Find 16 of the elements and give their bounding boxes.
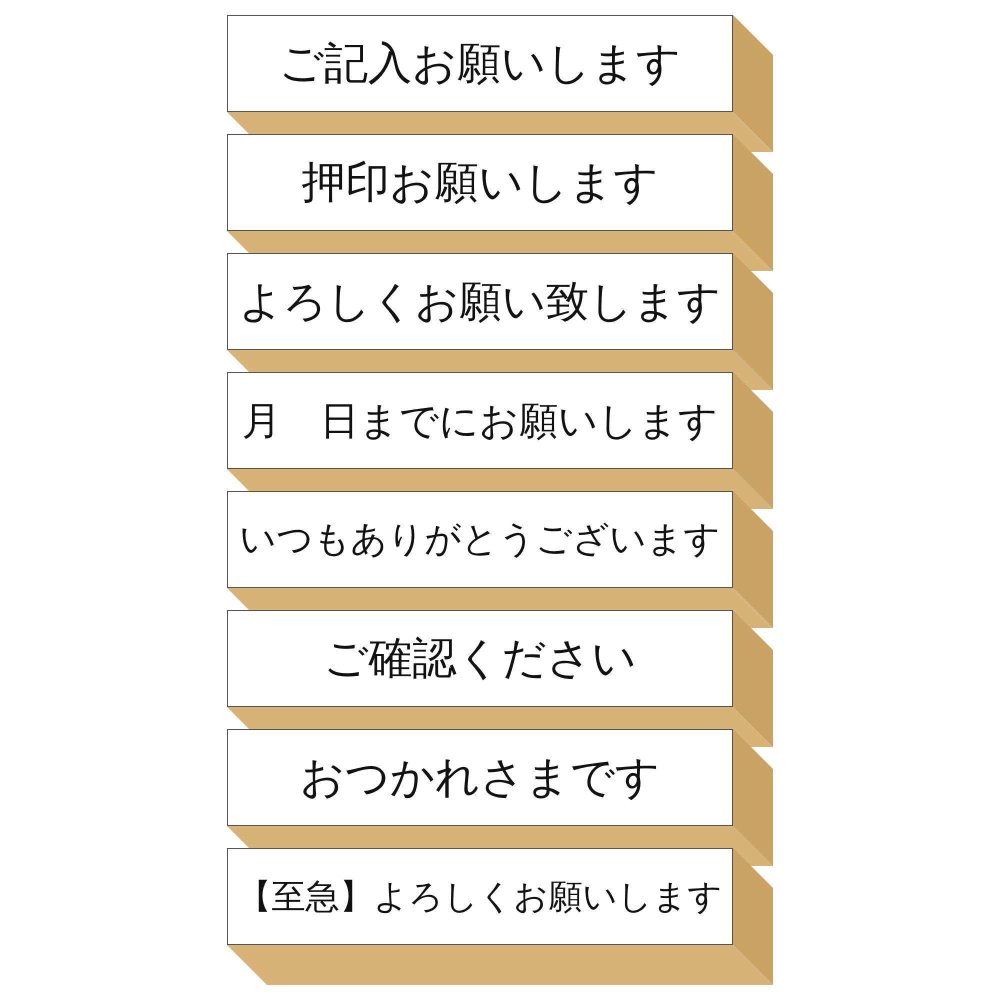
stamp-text: 押印お願いします bbox=[302, 156, 658, 210]
stamp-face bbox=[227, 372, 733, 469]
stamp-text: 月 日までにお願いします bbox=[242, 398, 718, 446]
stamp-text: ご記入お願いします bbox=[279, 37, 681, 91]
stamp-face bbox=[227, 848, 733, 945]
stamp-text: よろしくお願い致します bbox=[239, 276, 721, 328]
stamp-face bbox=[227, 491, 733, 588]
stamp-face bbox=[227, 610, 733, 707]
stamp-text: いつもありがとうございます bbox=[240, 518, 720, 562]
stamp-face bbox=[227, 134, 733, 231]
stamp-text: おつかれさまです bbox=[300, 751, 660, 805]
stamp-text: 【至急】よろしくお願いします bbox=[238, 876, 722, 918]
stamp-face bbox=[227, 253, 733, 350]
stamp-text: ご確認ください bbox=[324, 632, 636, 686]
stamp-face bbox=[227, 729, 733, 826]
stamp-face bbox=[227, 15, 733, 112]
